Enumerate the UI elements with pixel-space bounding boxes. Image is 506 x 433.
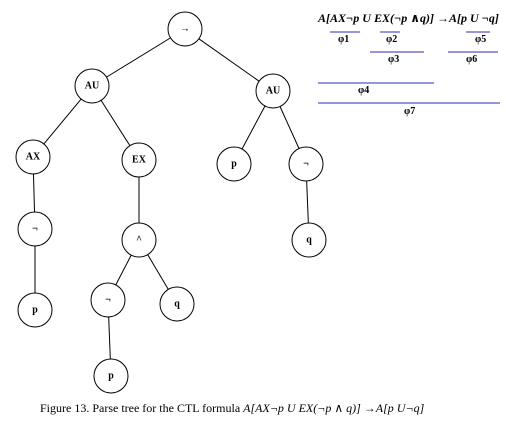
node-circle — [167, 11, 203, 47]
node-neg-ax: ¬ — [17, 211, 53, 247]
node-and: ^ — [121, 222, 157, 258]
caption-prefix: Figure 13. Parse tree for the CTL formul… — [40, 401, 243, 415]
tree-edge — [198, 38, 260, 82]
node-label: ¬ — [32, 224, 38, 235]
tree-edge — [106, 37, 171, 78]
node-label: p — [231, 159, 237, 170]
tree-edge — [43, 98, 82, 145]
phi2-label: φ2 — [386, 34, 397, 45]
node-au-right: AU — [255, 73, 291, 109]
tree-edge — [306, 180, 309, 224]
node-ex: EX — [121, 142, 157, 178]
formula-block: A[AX¬p U EX(¬p ∧q)] →A[p U ¬q] φ1 φ2 φ5 … — [317, 11, 500, 117]
node-circle — [288, 146, 324, 182]
node-circle — [216, 146, 252, 182]
tree-nodes: → AU AU AX EX p ¬ ¬ — [15, 11, 327, 394]
node-label: q — [174, 299, 180, 310]
node-circle — [291, 222, 327, 258]
node-root: → — [167, 11, 203, 47]
node-label: ¬ — [105, 295, 111, 306]
node-circle — [90, 282, 126, 318]
phi7-label: φ7 — [404, 106, 415, 117]
phi6-label: φ6 — [466, 54, 477, 65]
tree-edge — [241, 105, 266, 150]
node-ax: AX — [15, 139, 51, 175]
node-label: ^ — [136, 235, 142, 246]
phi3-label: φ3 — [388, 54, 399, 65]
tree-edge — [279, 106, 300, 149]
phi1-label: φ1 — [338, 34, 349, 45]
phi5-label: φ5 — [475, 34, 486, 45]
node-label: → — [180, 24, 190, 35]
tree-edges — [32, 37, 309, 360]
node-label: EX — [132, 155, 147, 166]
tree-edge — [100, 100, 131, 146]
node-neg-right: ¬ — [288, 146, 324, 182]
node-label: p — [32, 305, 38, 316]
node-label: AU — [85, 81, 99, 92]
node-circle — [17, 211, 53, 247]
node-p-right: p — [216, 146, 252, 182]
node-circle — [159, 286, 195, 322]
node-p-ax: p — [17, 292, 53, 328]
node-circle — [255, 73, 291, 109]
node-label: p — [108, 371, 114, 382]
node-q-right: q — [291, 222, 327, 258]
phi4-label: φ4 — [358, 85, 369, 96]
tree-edge — [115, 254, 132, 286]
tree-edge — [108, 316, 111, 360]
node-circle — [74, 68, 110, 104]
node-circle — [93, 358, 129, 394]
tree-edge — [147, 254, 169, 290]
node-p-neg-and: p — [93, 358, 129, 394]
figure-caption: Figure 13. Parse tree for the CTL formul… — [40, 401, 425, 415]
node-q-and: q — [159, 286, 195, 322]
node-circle — [17, 292, 53, 328]
node-label: AX — [26, 152, 41, 163]
node-label: AU — [266, 86, 280, 97]
node-label: q — [306, 235, 312, 246]
node-circle — [15, 139, 51, 175]
formula-text: A[AX¬p U EX(¬p ∧q)] →A[p U ¬q] — [317, 11, 499, 25]
caption-formula: A[AX¬p U EX(¬p ∧ q)] →A[p U¬q] — [242, 401, 424, 415]
node-au-left: AU — [74, 68, 110, 104]
node-label: ¬ — [303, 159, 309, 170]
node-neg-and: ¬ — [90, 282, 126, 318]
node-circle — [121, 142, 157, 178]
tree-edge — [32, 173, 36, 213]
node-circle — [121, 222, 157, 258]
